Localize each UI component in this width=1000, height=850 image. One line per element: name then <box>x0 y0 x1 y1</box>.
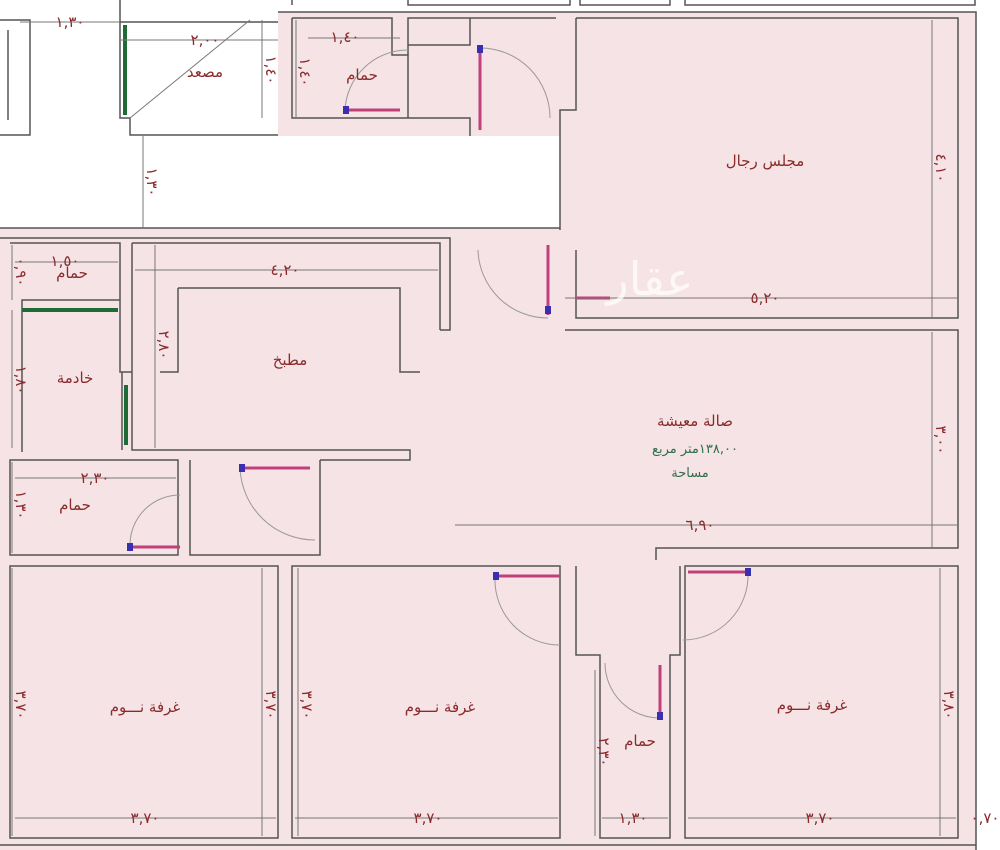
dim-label: ٣,٨٠ <box>940 691 958 720</box>
walls <box>0 0 977 850</box>
label-bedroom-3: غرفة نـــوم <box>777 696 848 714</box>
label-living: صالة معيشة <box>657 412 733 430</box>
floor-fill <box>0 12 976 850</box>
dim-label: ٤,١٠ <box>932 154 950 183</box>
dim-label: ٢,٠٠ <box>191 31 220 49</box>
dim-label: ٥,٢٠ <box>751 289 780 307</box>
dimension-labels: ١,٣٠ ٢,٠٠ ١,٤٠ ١,٤٠ ١,٤٠ ١,٣٠ ٤,١٠ ٥,٢٠ … <box>12 13 999 827</box>
dim-label: ٤,٢٠ <box>271 261 300 279</box>
dim-label: ٣,٧٠ <box>298 691 316 720</box>
label-bath-mid: حمام <box>59 496 91 514</box>
label-bath-top: حمام <box>346 66 378 84</box>
dim-label: ٣,٧٠ <box>131 809 160 827</box>
dim-label: ١,٣٠ <box>143 168 161 197</box>
dim-label: ٠,٧٠ <box>971 809 1000 827</box>
dim-label: ١,٣٠ <box>619 809 648 827</box>
label-majlis: مجلس رجال <box>726 152 805 170</box>
label-kitchen: مطبخ <box>273 351 308 369</box>
dim-label: ١,٤٠ <box>262 56 280 85</box>
dim-label: ٣,٧٠ <box>262 691 280 720</box>
dim-label: ٦,٩٠ <box>686 516 715 534</box>
dim-label: ٢,٨٠ <box>155 331 173 360</box>
dim-label: ١,٣٠ <box>12 491 30 520</box>
dim-label: ٣,٧٠ <box>806 809 835 827</box>
dimension-lines <box>11 19 958 836</box>
room-labels: مصعد حمام مجلس رجال حمام مطبخ خادمة صالة… <box>56 63 847 750</box>
dim-label: ١,٥٠ <box>51 252 80 270</box>
dim-label: ٠,٩٠ <box>12 258 30 287</box>
area-label: مساحة <box>671 466 709 481</box>
label-bath-small: حمام <box>624 732 656 750</box>
dim-label: ١,٤٠ <box>296 58 314 87</box>
label-elevator: مصعد <box>187 63 223 81</box>
dim-label: ٢,٣٠ <box>595 738 613 767</box>
dim-label: ٢,٣٠ <box>81 469 110 487</box>
dim-label: ٣,٠٠ <box>932 426 950 455</box>
label-bath-left: حمام <box>56 264 88 282</box>
dim-label: ١,٤٠ <box>331 28 360 46</box>
dim-label: ٣,٧٠ <box>414 809 443 827</box>
label-bedroom-1: غرفة نـــوم <box>110 698 181 716</box>
area-value: ١٣٨,٠٠متر مربع <box>652 442 738 457</box>
dim-label: ١,٨٠ <box>12 366 30 395</box>
watermark-logo: عقار <box>605 252 694 306</box>
dim-label: ٣,٧٠ <box>12 691 30 720</box>
label-bedroom-2: غرفة نـــوم <box>405 698 476 716</box>
dim-label: ١,٣٠ <box>56 13 85 31</box>
label-maid: خادمة <box>57 369 94 387</box>
